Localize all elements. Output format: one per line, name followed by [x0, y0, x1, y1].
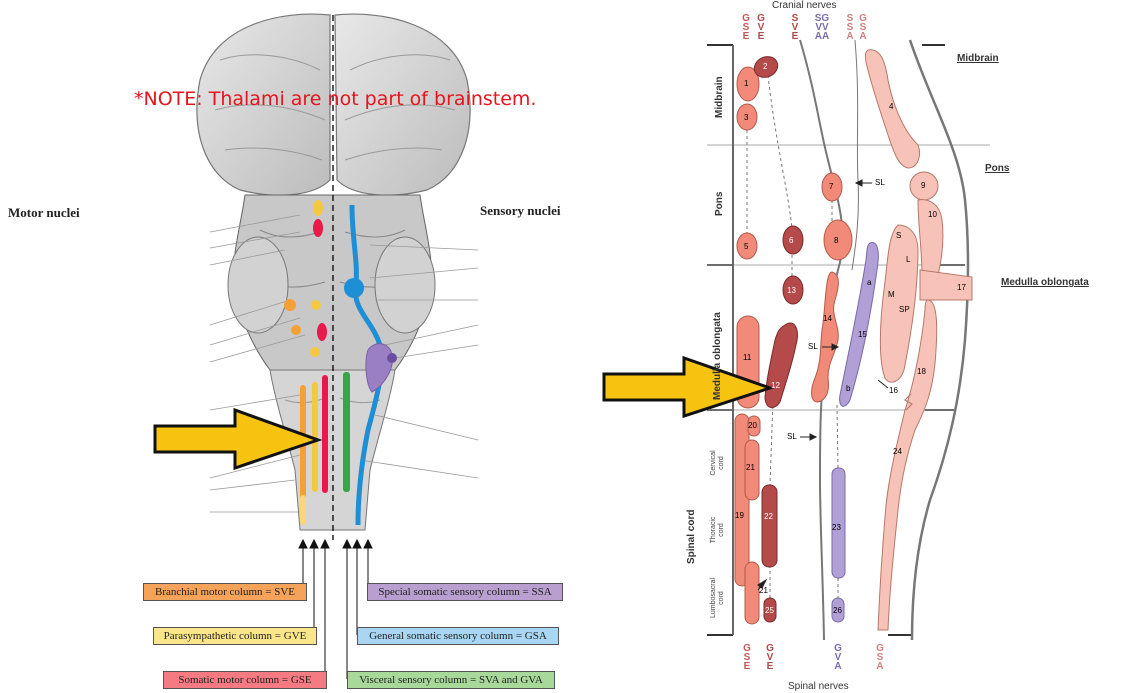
num-14: 14 — [823, 314, 832, 323]
num-3: 3 — [744, 113, 749, 122]
part-sp: SP — [899, 305, 910, 314]
num-2: 2 — [763, 62, 768, 71]
part-s: S — [896, 231, 902, 240]
thalami-note: *NOTE: Thalami are not part of brainstem… — [134, 88, 537, 110]
col-top-sve: S V E — [791, 13, 799, 42]
num-8: 8 — [834, 236, 839, 245]
num-24: 24 — [893, 447, 902, 456]
num-21b: 21 — [759, 586, 768, 595]
num-1: 1 — [744, 79, 749, 88]
sensory-nuclei-heading: Sensory nuclei — [480, 203, 561, 218]
num-15: 15 — [858, 330, 867, 339]
num-4: 4 — [889, 102, 894, 111]
legend-somatic-motor: Somatic motor column = GSE — [163, 671, 327, 689]
num-12: 12 — [771, 381, 780, 390]
num-18: 18 — [917, 367, 926, 376]
region-midbrain: Midbrain — [957, 53, 999, 64]
col-top-gve: G V E — [757, 13, 765, 42]
legend-branchial-motor: Branchial motor column = SVE — [143, 583, 307, 601]
num-17: 17 — [957, 283, 966, 292]
col-top-sgvva: SG VV AA — [814, 13, 830, 42]
nuclei-schematic — [707, 39, 990, 641]
vlabel-thoracic: Thoracic cord — [710, 516, 725, 544]
column-arrows — [298, 538, 373, 680]
vlabel-lumbosacral: Lumbosacral cord — [710, 577, 725, 619]
col-bottom-gve: G V E — [766, 643, 774, 672]
col-top-gsa: G S A — [859, 13, 867, 42]
left-pointer-arrow — [153, 407, 323, 471]
num-13: 13 — [787, 286, 796, 295]
motor-nuclei-heading: Motor nuclei — [8, 205, 80, 220]
vlabel-midbrain: Midbrain — [714, 76, 725, 118]
col-bottom-gse: G S E — [743, 643, 751, 672]
num-22: 22 — [764, 512, 773, 521]
col-top-ssa: S S A — [846, 13, 854, 42]
num-19: 19 — [735, 511, 744, 520]
num-7: 7 — [829, 182, 834, 191]
legend-general-somatic-sensory: General somatic sensory column = GSA — [357, 627, 559, 645]
sl-label-3: SL — [787, 432, 797, 441]
sl-label-2: SL — [808, 342, 818, 351]
part-a: a — [867, 278, 872, 287]
part-m: M — [888, 290, 895, 299]
num-11: 11 — [743, 353, 752, 362]
num-9: 9 — [921, 181, 926, 190]
region-pons: Pons — [985, 163, 1010, 174]
legend-parasympathetic: Parasympathetic column = GVE — [153, 627, 317, 645]
col-top-gse: G S E — [742, 13, 750, 42]
num-16: 16 — [889, 386, 898, 395]
num-10: 10 — [928, 210, 937, 219]
legend-special-somatic-sensory: Special somatic sensory column = SSA — [367, 583, 563, 601]
right-pointer-arrow — [602, 355, 775, 419]
num-6: 6 — [789, 236, 794, 245]
num-26: 26 — [833, 606, 842, 615]
part-b: b — [846, 384, 851, 393]
part-l: L — [906, 255, 911, 264]
sl-label-1: SL — [875, 178, 885, 187]
num-23: 23 — [832, 523, 841, 532]
col-bottom-gva: G V A — [834, 643, 842, 672]
num-25: 25 — [765, 606, 774, 615]
vlabel-spinal-cord: Spinal cord — [686, 509, 697, 564]
num-20: 20 — [748, 421, 757, 430]
legend-visceral-sensory: Visceral sensory column = SVA and GVA — [347, 671, 555, 689]
vlabel-medulla: Medulla oblongata — [712, 312, 723, 400]
vlabel-cervical: Cervical cord — [710, 450, 725, 476]
col-bottom-gsa: G S A — [876, 643, 884, 672]
cranial-nerves-title: Cranial nerves — [772, 0, 837, 11]
num-5: 5 — [744, 242, 749, 251]
vlabel-pons: Pons — [714, 191, 725, 216]
region-medulla: Medulla oblongata — [1001, 277, 1089, 288]
spinal-nerves-title: Spinal nerves — [788, 681, 849, 692]
brainstem-illustration — [196, 13, 479, 540]
num-21: 21 — [746, 463, 755, 472]
